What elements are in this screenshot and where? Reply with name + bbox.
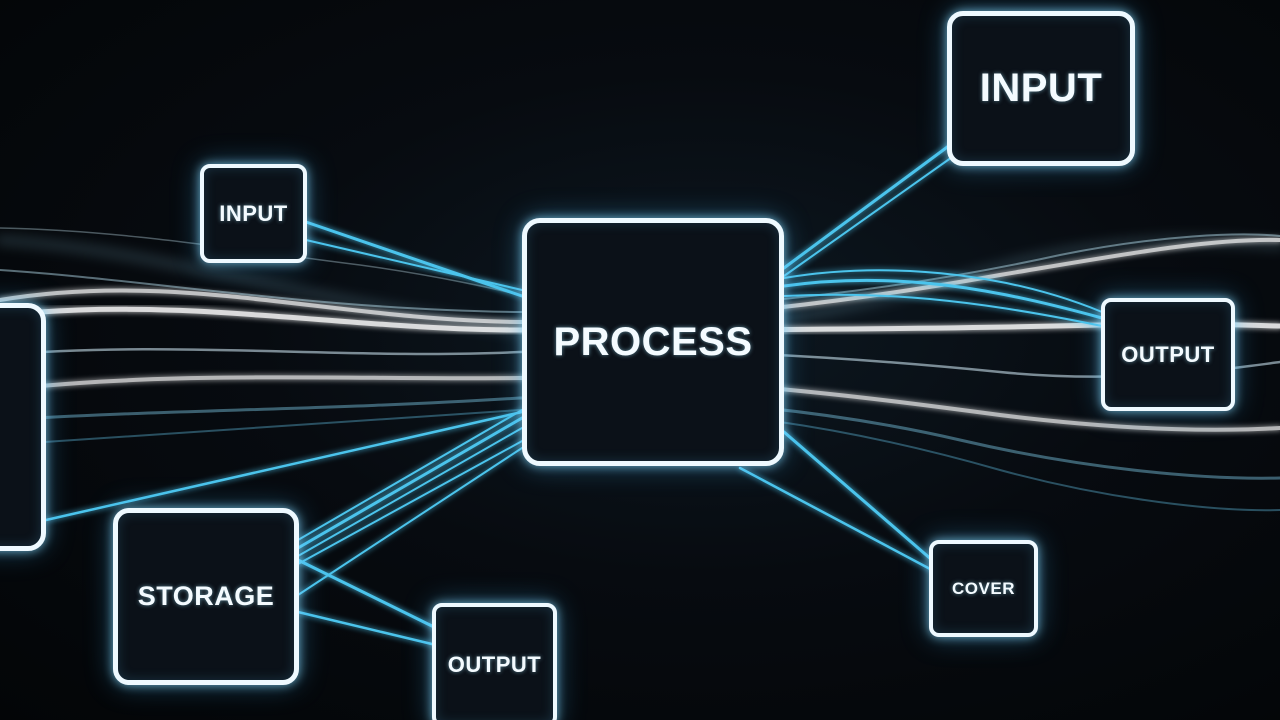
connector-lines: [44, 143, 1104, 647]
output-node-right: OUTPUT: [1101, 298, 1235, 411]
storage-node: STORAGE: [113, 508, 299, 685]
connector-process-input-top-right: [782, 143, 952, 270]
node-label: COVER: [952, 578, 1015, 598]
connector-storage-process: [296, 416, 524, 550]
node-label: OUTPUT: [447, 652, 542, 677]
process-node: PROCESS: [522, 218, 784, 466]
connector-storage-process: [297, 439, 525, 565]
connector-process-output-right: [783, 293, 1103, 327]
node-label: INPUT: [219, 200, 288, 226]
partial-node-left: [0, 303, 46, 551]
connector-process-output-right: [782, 278, 1104, 320]
node-label: OUTPUT: [1121, 341, 1215, 367]
node-label: INPUT: [979, 66, 1103, 110]
connector-input-left-process: [305, 239, 523, 291]
input-node-top-right: INPUT: [947, 11, 1135, 166]
light-stream: [0, 227, 521, 296]
connector-storage-output-bottom: [296, 558, 438, 630]
input-node-left: INPUT: [200, 164, 307, 263]
connector-process-output-right: [783, 269, 1103, 313]
connector-storage-process: [297, 409, 523, 541]
connector-storage-output-bottom: [296, 610, 438, 647]
output-node-bottom: OUTPUT: [432, 603, 557, 720]
connector-input-left-process: [304, 220, 524, 298]
cover-node: COVER: [929, 540, 1038, 637]
connector-process-cover: [782, 430, 934, 562]
connector-storage-process: [297, 427, 523, 557]
connector-process-cover: [738, 466, 934, 572]
connector-process-input-top-right: [783, 154, 956, 277]
node-label: STORAGE: [137, 581, 275, 611]
connector-storage-process: [297, 447, 523, 596]
node-label: PROCESS: [553, 319, 753, 364]
connector-partial-left-process: [44, 410, 524, 522]
